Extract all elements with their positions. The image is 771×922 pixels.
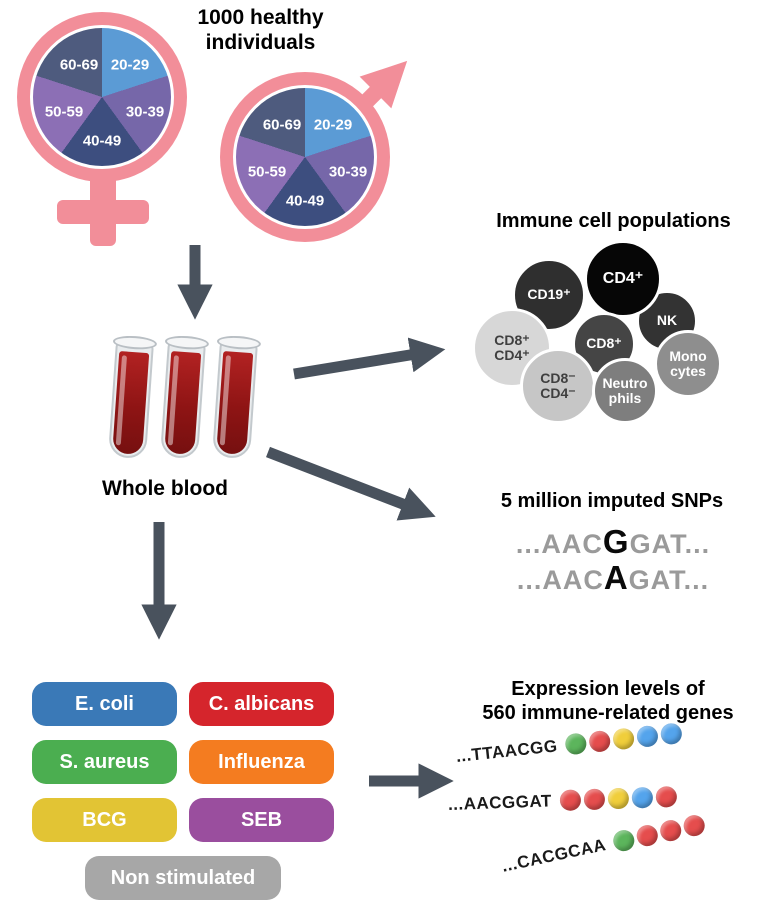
female-symbol-ring: 20-29 30-39 40-49 50-59 60-69 [17,12,187,182]
bead-string [556,786,678,812]
snp-suffix: GAT... [628,565,710,595]
snp-prefix: ...AAC [515,529,603,559]
snp-allele-g: G [602,523,630,560]
stimulus-influenza: Influenza [189,740,334,784]
blood-tube [211,334,262,463]
stimuli-row-4: Non stimulated [32,856,334,900]
snp-sequences: ...AACGGAT... ...AACAGAT... [448,524,771,596]
stimuli-row-3: BCG SEB [32,798,334,842]
bead-string [561,722,683,756]
red-bead [634,823,660,849]
female-symbol: 20-29 30-39 40-49 50-59 60-69 [12,12,212,252]
arrow-individuals-to-blood [177,245,213,320]
stimulus-c-albicans: C. albicans [189,682,334,726]
blue-bead [635,724,659,748]
stimuli-row-1: E. coli C. albicans [32,682,334,726]
age-label-40-49: 40-49 [285,192,325,210]
snp-sequence-ref: ...AACGGAT... [448,524,771,560]
snp-sequence-alt: ...AACAGAT... [448,560,771,596]
blue-bead [631,786,654,809]
stimulus-non-stimulated: Non stimulated [85,856,281,900]
tube-body [159,340,206,460]
cell-cd19: CD19⁺ [512,258,586,332]
stimulus-seb: SEB [189,798,334,842]
male-symbol: 20-29 30-39 40-49 50-59 60-69 [212,52,427,257]
immune-cells-heading: Immune cell populations [496,210,731,232]
snp-suffix: GAT... [629,529,711,559]
stimulus-s-aureus: S. aureus [32,740,177,784]
arrow-blood-to-stimuli [141,522,177,640]
yellow-bead [607,787,630,810]
blue-bead [659,722,683,746]
age-label-50-59: 50-59 [247,163,287,181]
sequence-text: ...AACGGAT [447,790,553,814]
sequence-text: ...TTAACGG [454,735,559,766]
bead-string [608,813,707,854]
age-label-20-29: 20-29 [313,116,353,134]
age-label-40-49: 40-49 [82,132,122,150]
age-label-20-29: 20-29 [110,56,150,74]
expression-row-3: ...CACGCAA [500,813,707,877]
arrow-blood-to-cells [293,337,446,380]
stimulus-e-coli: E. coli [32,682,177,726]
arrow-shaft [293,337,446,380]
snp-prefix: ...AAC [516,565,604,595]
sequence-text: ...CACGCAA [499,834,608,876]
arrow-blood-to-snps [266,446,436,521]
female-age-pie: 20-29 30-39 40-49 50-59 60-69 [30,25,174,169]
red-bead [583,788,606,811]
whole-blood-label: Whole blood [102,477,228,500]
arrow-shaft [266,446,436,521]
tube-body [107,340,154,460]
blood-tube [107,334,158,463]
stimuli-row-2: S. aureus Influenza [32,740,334,784]
expression-row-2: ...AACGGAT [447,786,678,815]
cell-monocytes: Mono cytes [654,330,722,398]
red-bead [559,789,582,812]
male-age-pie: 20-29 30-39 40-49 50-59 60-69 [233,85,377,229]
red-bead [655,786,678,808]
cell-cd8neg-cd4neg: CD8⁻ CD4⁻ [520,348,596,424]
immune-cells-cluster: CD19⁺ NK CD4⁺ CD8⁺ CD4⁺ Mono cytes CD8⁺ … [466,240,746,440]
cell-cd4: CD4⁺ [584,240,662,318]
male-symbol-ring: 20-29 30-39 40-49 50-59 60-69 [220,72,390,242]
yellow-bead [611,727,636,751]
snp-allele-a: A [603,559,629,596]
cell-neutrophils: Neutro phils [592,358,658,424]
snps-heading: 5 million imputed SNPs [500,490,724,512]
red-bead [658,818,684,844]
arrow-stimuli-to-expression [369,763,454,799]
tube-body [211,340,258,460]
stimulus-bcg: BCG [32,798,177,842]
expression-heading: Expression levels of 560 immune-related … [482,678,734,724]
age-label-30-39: 30-39 [125,103,165,121]
figure-title: 1000 healthy individuals [197,6,324,54]
green-bead [611,828,637,854]
age-label-50-59: 50-59 [44,103,84,121]
expression-row-1: ...TTAACGG [455,722,683,767]
blood-tube [159,334,210,463]
female-symbol-crossbar [57,200,149,224]
age-label-30-39: 30-39 [328,163,368,181]
red-bead [681,813,707,839]
age-label-60-69: 60-69 [262,116,302,134]
age-label-60-69: 60-69 [59,56,99,74]
green-bead [564,732,588,756]
stimuli-panel: E. coli C. albicans S. aureus Influenza … [32,682,334,914]
red-bead [588,729,612,753]
